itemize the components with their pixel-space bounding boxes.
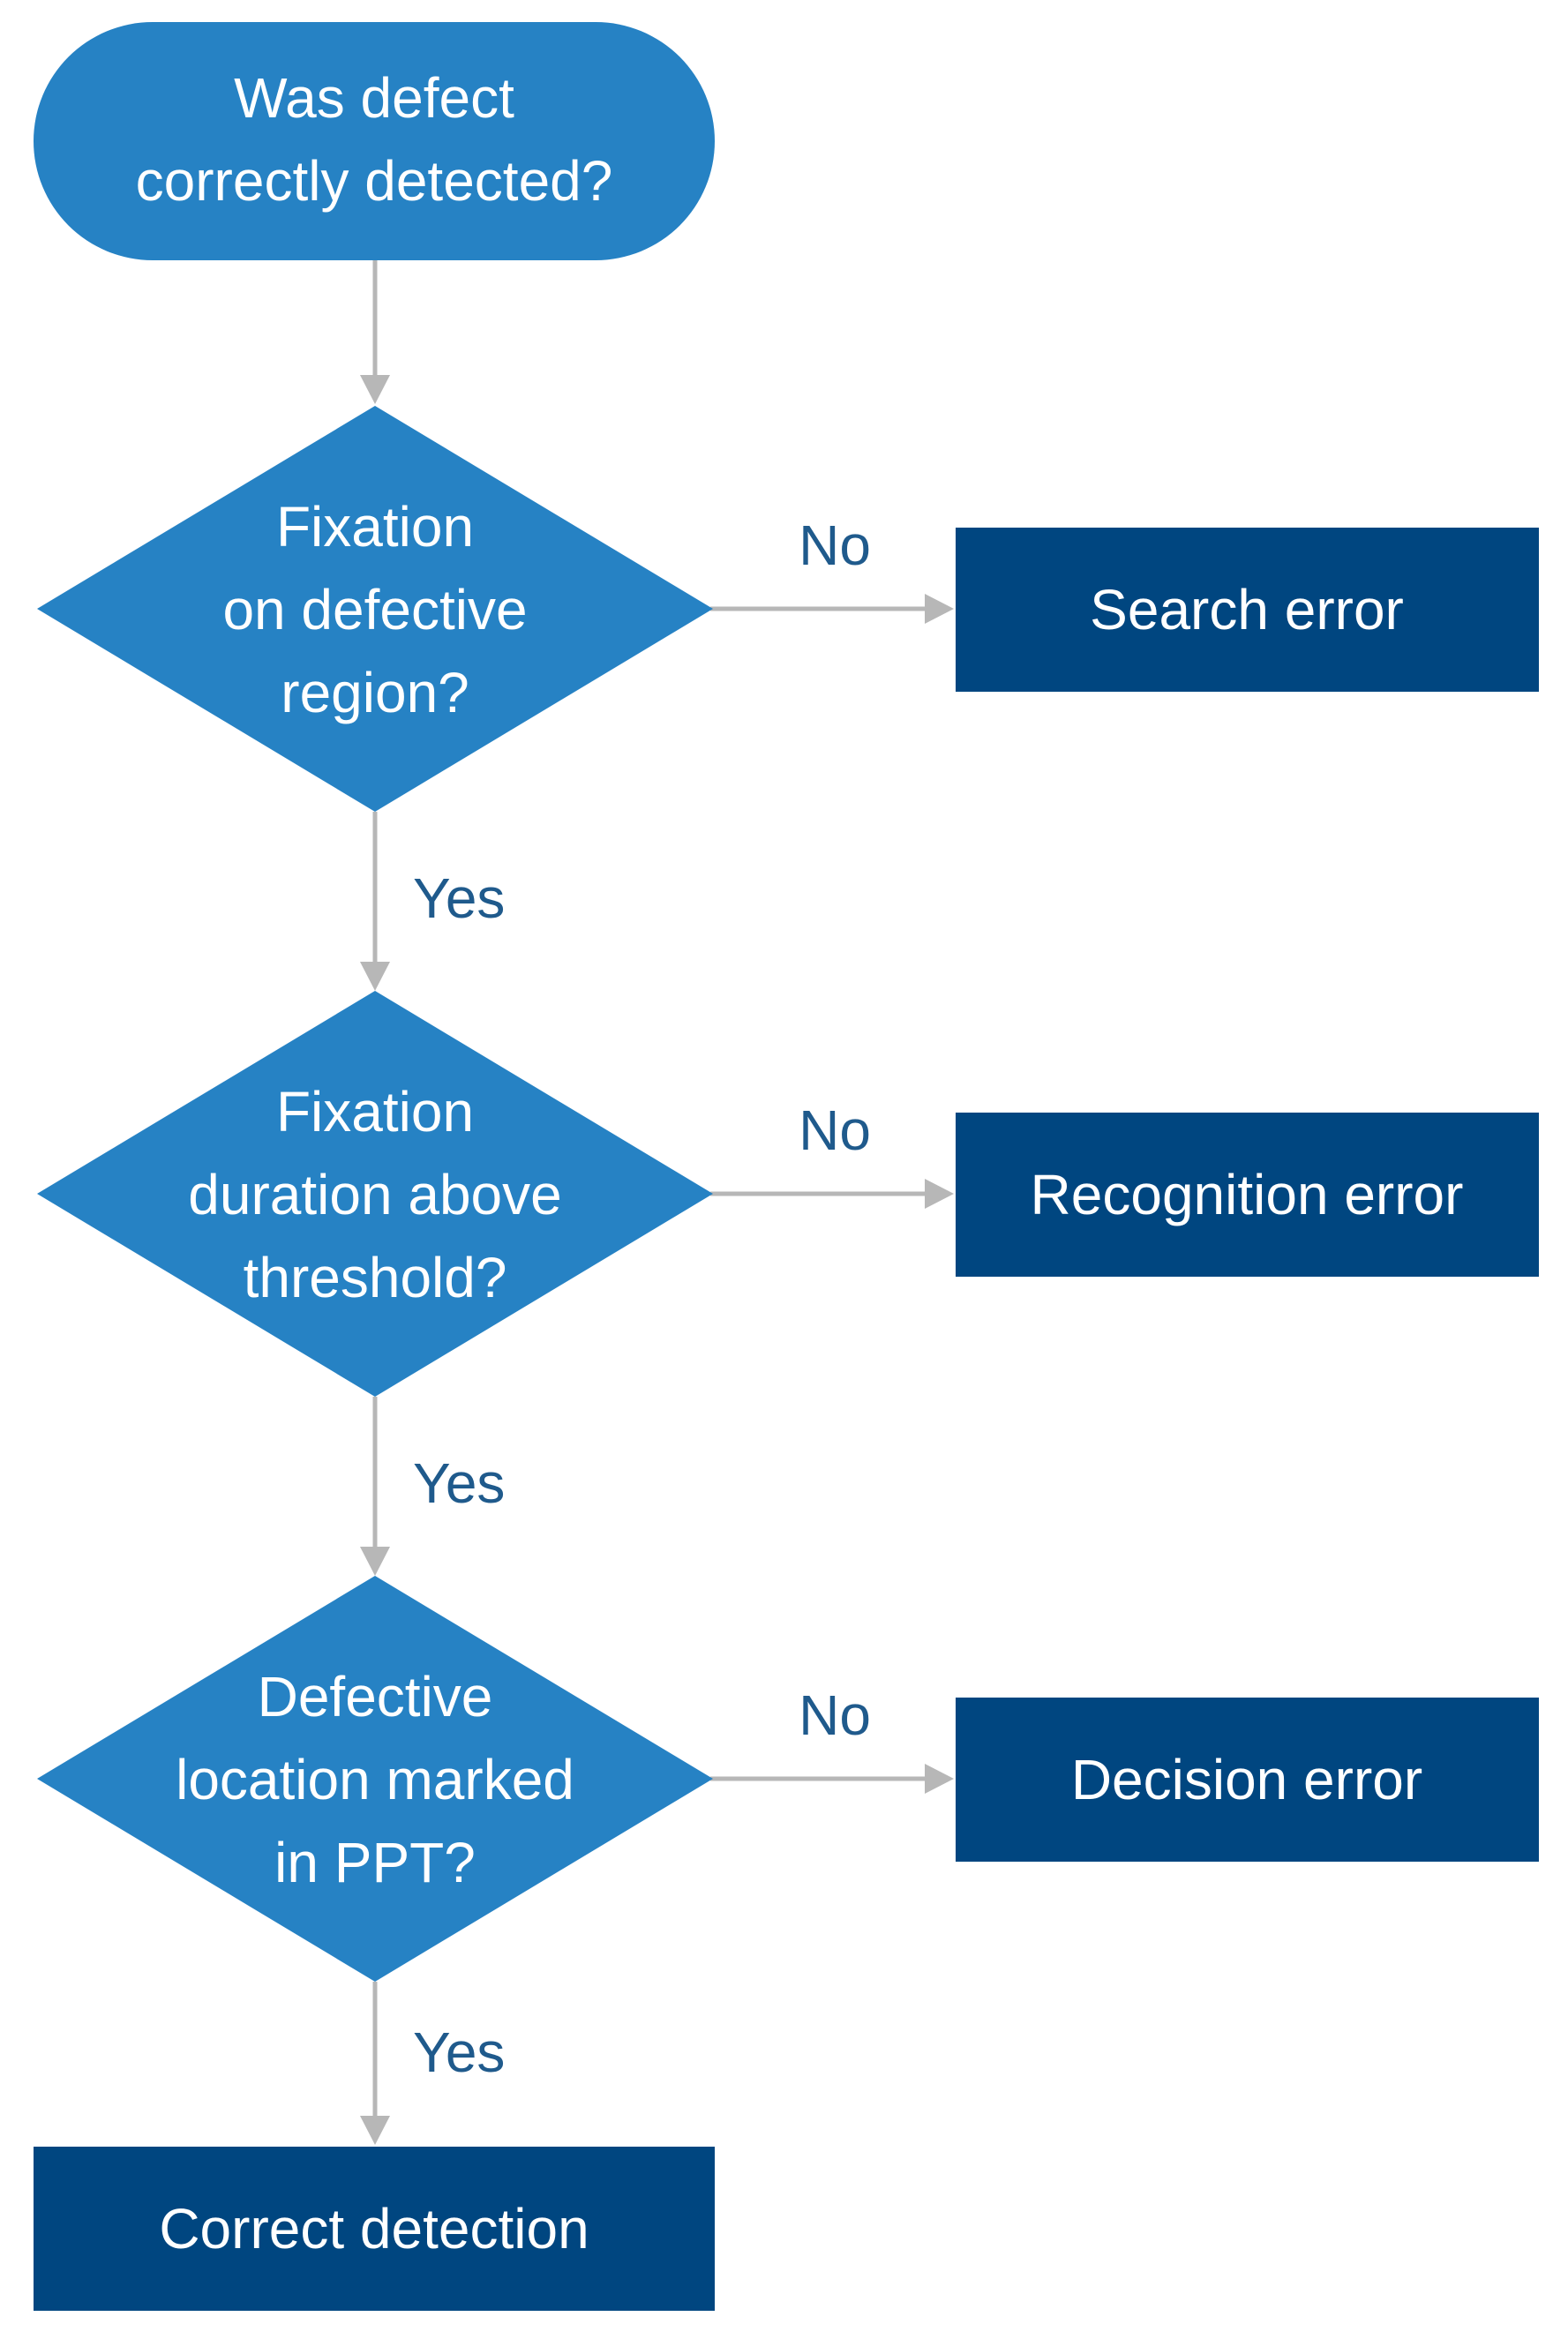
decision-fixation-duration: Fixation duration above threshold? <box>37 991 713 1397</box>
decision-error-label: Decision error <box>1071 1748 1422 1811</box>
decision-diamond-1 <box>37 406 713 812</box>
edge-label-no-1: No <box>799 514 871 577</box>
edge-label-yes-2: Yes <box>413 1451 505 1515</box>
correct-detection-label: Correct detection <box>159 2197 589 2260</box>
start-text-line-1: Was defect <box>234 66 514 130</box>
outcome-decision-error: Decision error <box>956 1698 1539 1862</box>
arrowhead-duration-to-recognition-error <box>925 1179 954 1209</box>
start-terminator-shape <box>34 22 715 260</box>
edge-label-no-3: No <box>799 1683 871 1747</box>
decision-2-line-1: Fixation <box>276 1080 474 1143</box>
decision-3-line-3: in PPT? <box>274 1831 476 1894</box>
decision-1-line-2: on defective <box>222 578 527 641</box>
start-text-line-2: correctly detected? <box>136 149 613 213</box>
search-error-box <box>956 528 1539 692</box>
arrowhead-duration-to-location <box>360 1547 390 1576</box>
arrowhead-fixation-to-duration <box>360 962 390 991</box>
outcome-recognition-error: Recognition error <box>956 1113 1539 1277</box>
edge-label-yes-3: Yes <box>413 2020 505 2084</box>
start-node: Was defect correctly detected? <box>34 22 715 260</box>
decision-error-box <box>956 1698 1539 1862</box>
arrowhead-location-to-correct-detection <box>360 2116 390 2145</box>
arrowhead-fixation-to-search-error <box>925 594 954 624</box>
edge-labels: No Yes No Yes No Yes <box>413 514 871 2084</box>
edge-label-yes-1: Yes <box>413 866 505 930</box>
decision-diamond-2 <box>37 991 713 1397</box>
recognition-error-label: Recognition error <box>1031 1163 1464 1226</box>
decision-3-line-2: location marked <box>176 1748 574 1811</box>
decision-3-line-1: Defective <box>258 1665 493 1728</box>
decision-location-marked: Defective location marked in PPT? <box>37 1576 713 1982</box>
outcome-search-error: Search error <box>956 528 1539 692</box>
decision-diamond-3 <box>37 1576 713 1982</box>
edge-label-no-2: No <box>799 1098 871 1162</box>
decision-2-line-2: duration above <box>188 1163 561 1226</box>
correct-detection-box <box>34 2147 715 2311</box>
outcome-correct-detection: Correct detection <box>34 2147 715 2311</box>
connectors <box>360 260 954 2145</box>
decision-2-line-3: threshold? <box>244 1246 507 1309</box>
decision-1-line-3: region? <box>281 661 469 724</box>
decision-fixation-on-region: Fixation on defective region? <box>37 406 713 812</box>
decision-1-line-1: Fixation <box>276 495 474 559</box>
arrowhead-location-to-decision-error <box>925 1764 954 1794</box>
recognition-error-box <box>956 1113 1539 1277</box>
arrowhead-start-to-fixation <box>360 375 390 404</box>
search-error-label: Search error <box>1090 578 1404 641</box>
